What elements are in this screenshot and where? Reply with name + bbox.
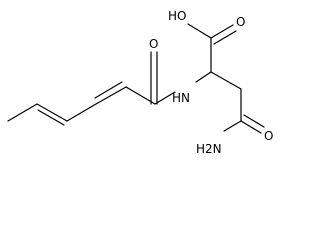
bond-ccooh-o-a	[210, 24, 234, 39]
bond-c4-c3	[66, 103, 97, 122]
bond-c3-c2	[95, 86, 127, 105]
atom-labels: HO O O HN H2N O	[149, 9, 273, 156]
bond-camide-nh2	[223, 120, 242, 132]
bond-c3-c2-double	[94, 81, 123, 99]
bond-camide-o-a	[240, 120, 262, 134]
hydroxyl-label: HO	[168, 9, 186, 23]
bond-lines	[7, 23, 265, 134]
bond-c5-c4-double	[37, 109, 65, 126]
terminal-carbonyl-oxygen-label: O	[264, 129, 273, 143]
acid-carbonyl-oxygen-label: O	[236, 15, 245, 29]
bond-ccooh-o-b	[213, 30, 237, 45]
chemical-structure-diagram: HO O O HN H2N O	[7, 9, 273, 156]
bond-ccooh-oh	[187, 23, 212, 39]
bond-c2-c1	[125, 86, 156, 105]
primary-amine-label: H2N	[196, 142, 222, 156]
bond-c6-c5	[7, 103, 38, 122]
bond-c5-c4	[36, 103, 68, 122]
bond-c1-n	[154, 91, 176, 105]
primary-amine-text: H2N	[196, 142, 222, 156]
bond-camide-o-b	[243, 114, 265, 128]
amide-nitrogen-label: HN	[172, 91, 190, 105]
bond-calpha-ch2	[210, 71, 242, 90]
amide-carbonyl-oxygen-label: O	[149, 37, 158, 51]
bond-n-calpha	[195, 71, 212, 83]
